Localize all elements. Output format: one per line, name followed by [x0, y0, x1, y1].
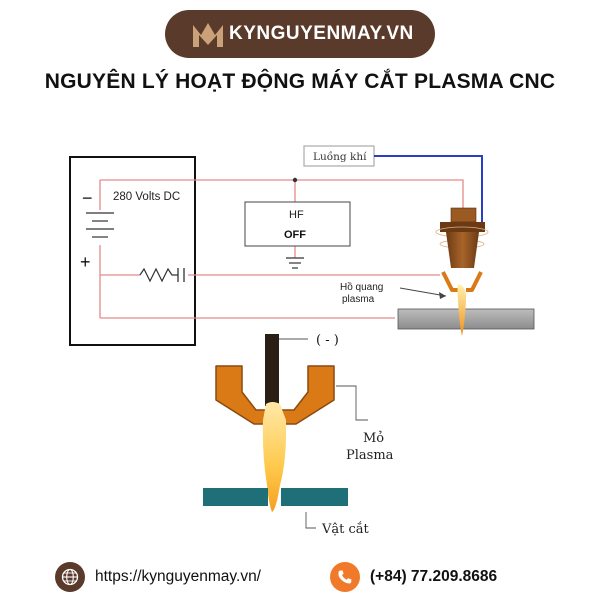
battery-icon [86, 212, 114, 238]
electrode [265, 334, 279, 406]
footer-phone[interactable]: (+84) 77.209.8686 [330, 562, 497, 592]
plasma-arc [262, 402, 287, 512]
power-supply-box [69, 156, 196, 346]
electrode-sign: ( - ) [316, 333, 339, 348]
phone-icon [330, 562, 360, 592]
workpiece-left [203, 488, 268, 506]
plus-sign: + [80, 252, 91, 272]
globe-icon [55, 562, 85, 592]
page-title: NGUYÊN LÝ HOẠT ĐỘNG MÁY CẮT PLASMA CNC [44, 70, 556, 93]
arc-label-line1: Hồ quang [340, 281, 383, 293]
workpiece-label: Vật cắt [321, 521, 370, 537]
wire-junction [292, 177, 298, 183]
arc-pointer [399, 287, 447, 297]
hf-state: OFF [284, 229, 306, 241]
resistor-icon [139, 267, 178, 283]
hf-box [244, 201, 351, 247]
footer-website[interactable]: https://kynguyenmay.vn/ [55, 562, 261, 592]
arc-label-line2: plasma [342, 294, 375, 305]
phone-number[interactable]: (+84) 77.209.8686 [370, 568, 498, 585]
torch-label-line2: Plasma [346, 448, 394, 463]
capacitor-icon [177, 268, 185, 282]
workpiece-right [281, 488, 348, 506]
minus-sign: − [82, 188, 93, 208]
nozzle-right [281, 365, 335, 425]
brand-logo[interactable]: KYNGUYENMAY.VN [165, 10, 435, 58]
ground-icon [286, 257, 304, 269]
website-link[interactable]: https://kynguyenmay.vn/ [95, 568, 261, 585]
brand-name: KYNGUYENMAY.VN [229, 23, 414, 44]
small-torch-icon [435, 207, 489, 292]
metal-plate [397, 308, 535, 330]
gas-label: Luồng khí [313, 150, 367, 163]
circuit-wires [99, 179, 464, 319]
nozzle-left [215, 365, 269, 425]
torch-label-line1: Mỏ [363, 431, 384, 446]
logo-mark-icon [193, 23, 223, 47]
voltage-label: 280 Volts DC [113, 191, 180, 203]
gas-line [374, 155, 483, 225]
small-plasma-flame [457, 284, 467, 336]
hf-label: HF [289, 209, 304, 221]
